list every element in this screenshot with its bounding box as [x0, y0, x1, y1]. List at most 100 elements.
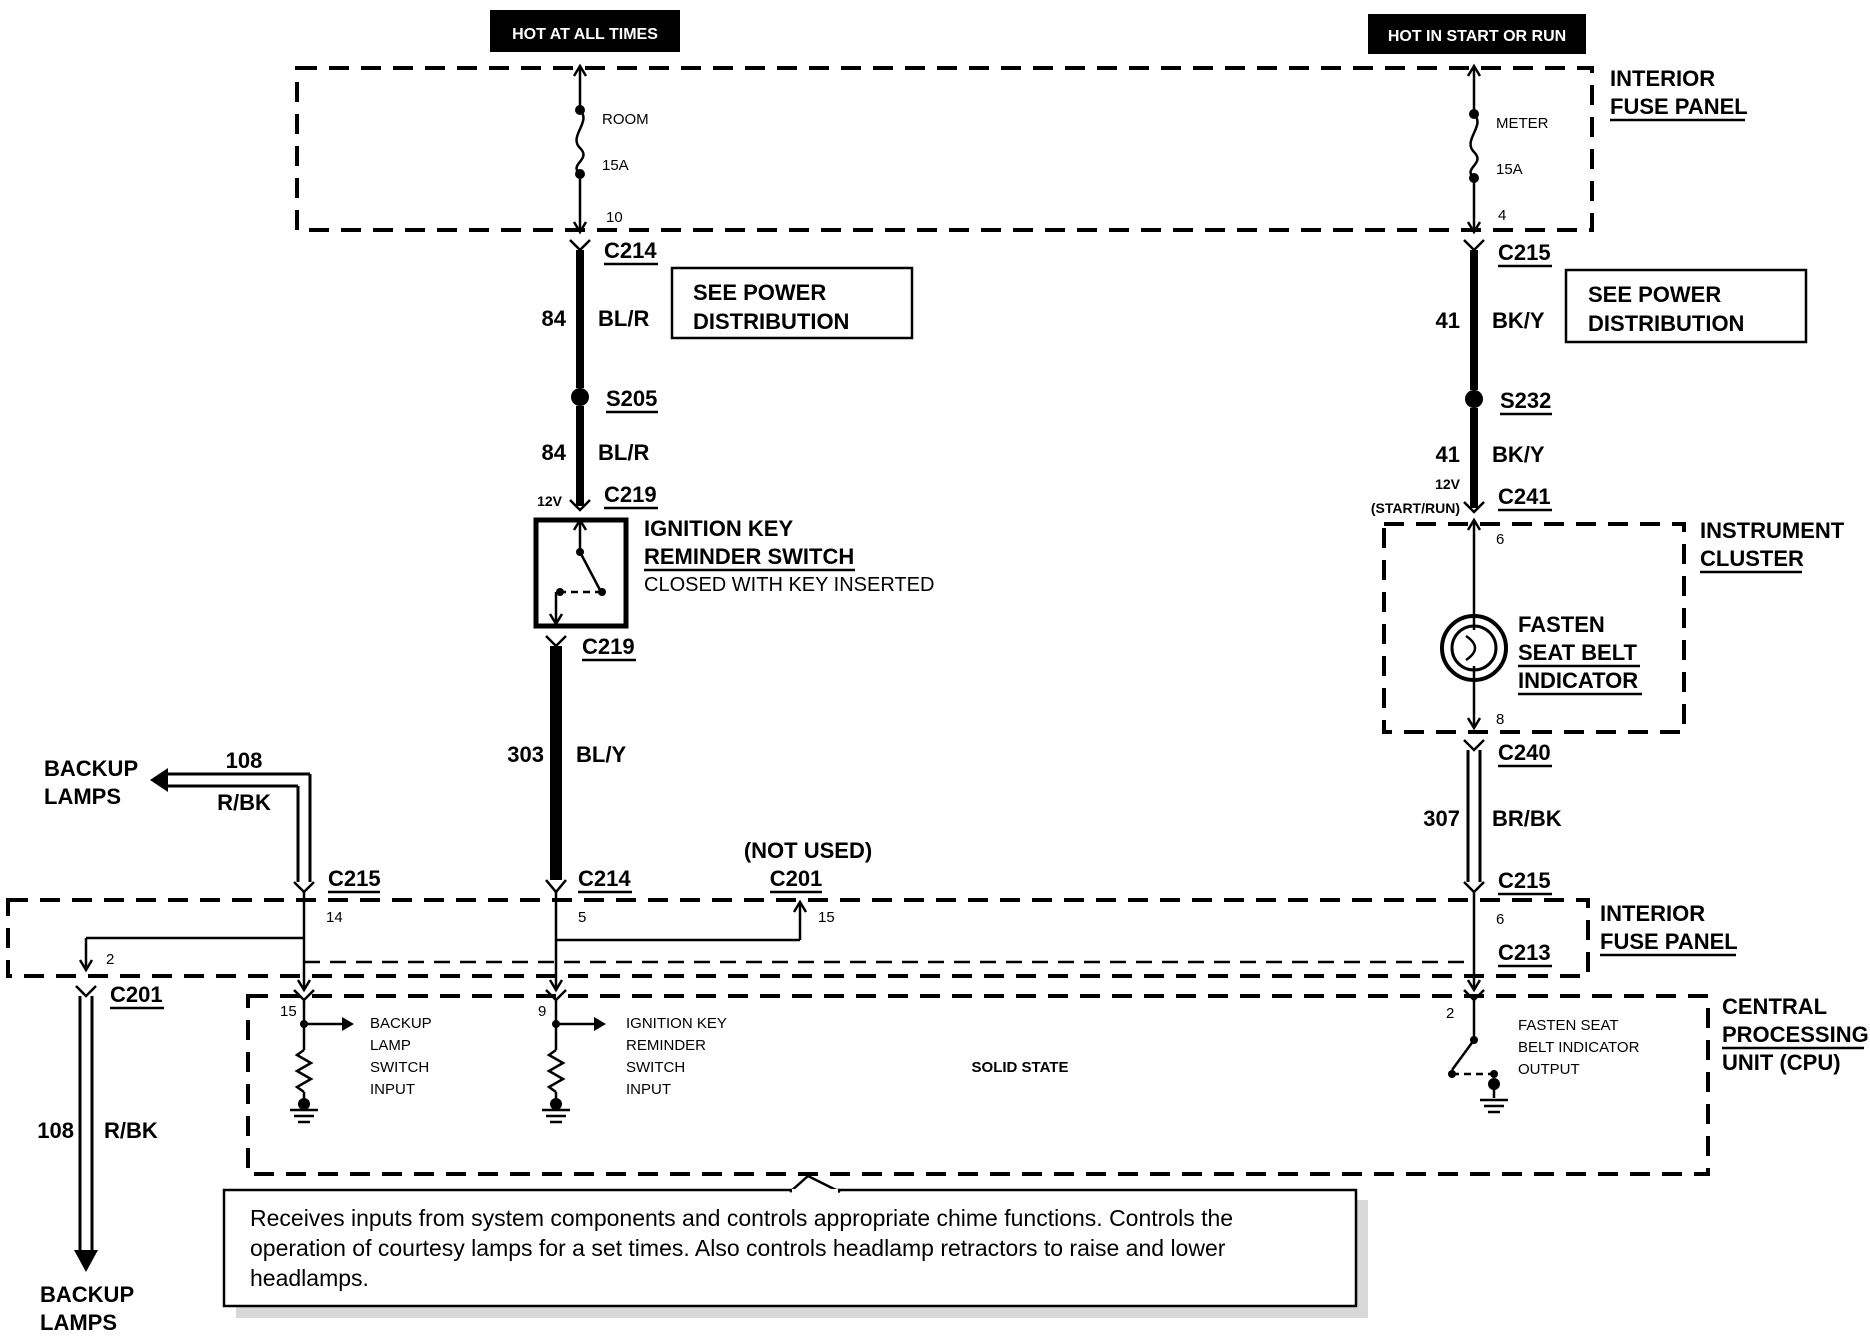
switch-title-1: IGNITION KEY	[644, 516, 793, 541]
splice-s232	[1465, 390, 1483, 408]
volt-12v-left: 12V	[537, 493, 563, 509]
wire-41-label-a: 41	[1436, 308, 1460, 333]
room-fuse: ROOM 15A 10	[572, 63, 649, 235]
c213-label: C213	[1498, 940, 1551, 965]
wire-84-label-a: 84	[542, 306, 567, 331]
wire-color-bl-y: BL/Y	[576, 742, 626, 767]
c201-backup-label: C201	[110, 982, 163, 1007]
cpu-pin-2: 2	[1446, 1005, 1454, 1022]
switch-title-2: REMINDER SWITCH	[644, 544, 854, 569]
see-power-distribution-box-right	[1564, 268, 1808, 344]
cluster-pin-8: 8	[1496, 711, 1504, 728]
cpu-pin-15: 15	[280, 1003, 297, 1020]
see-power-distribution-box-left	[670, 266, 914, 340]
ignition-input-line-3: SWITCH	[626, 1059, 685, 1076]
backup-lamps-bottom: C201 108 R/BK BACKUP LAMPS	[37, 982, 164, 1335]
wire-41-lower	[1470, 408, 1478, 508]
c201-not-used-label: C201	[770, 866, 823, 891]
wire-color-bl-r-a: BL/R	[598, 306, 649, 331]
description-callout: Receives inputs from system components a…	[222, 1174, 1368, 1318]
seat-belt-output-line-2: BELT INDICATOR	[1518, 1039, 1640, 1056]
meter-fuse-pin: 4	[1498, 207, 1506, 224]
room-fuse-name: ROOM	[602, 111, 649, 128]
ignition-input-line-4: INPUT	[626, 1081, 671, 1098]
backup-input-line-2: LAMP	[370, 1037, 411, 1054]
left-circuit: C214 84 BL/R SEE POWER DISTRIBUTION S205…	[507, 238, 934, 894]
s205-label: S205	[606, 386, 657, 411]
top-fuse-panel-outline	[295, 66, 1594, 232]
hot-in-start-or-run-label: HOT IN START OR RUN	[1388, 28, 1566, 45]
wire-108-top-label: 108	[226, 748, 263, 773]
backup-input-line-1: BACKUP	[370, 1015, 432, 1032]
hot-in-start-or-run-tag: HOT IN START OR RUN	[1368, 14, 1586, 54]
pin-15-not-used: 15	[818, 909, 835, 926]
bottom-fuse-panel-title-2: FUSE PANEL	[1600, 929, 1738, 954]
wire-color-r-bk-top: R/BK	[217, 790, 271, 815]
meter-fuse: METER 15A 4	[1466, 63, 1549, 235]
c215-backup-label: C215	[328, 866, 381, 891]
right-circuit: C215 41 BK/Y SEE POWER DISTRIBUTION S232…	[1371, 239, 1845, 896]
s232-label: S232	[1500, 388, 1551, 413]
room-fuse-rating: 15A	[602, 157, 629, 174]
meter-fuse-rating: 15A	[1496, 161, 1523, 178]
backup-input-line-3: SWITCH	[370, 1059, 429, 1076]
indicator-title-2: SEAT BELT	[1518, 640, 1638, 665]
wire-41-upper	[1470, 250, 1478, 390]
c240-label: C240	[1498, 740, 1551, 765]
bottom-fuse-panel-wiring: 14 2 5 15 6 C213	[78, 892, 1552, 993]
bottom-fuse-panel-outline	[6, 898, 1590, 978]
top-fuse-panel-title-2: FUSE PANEL	[1610, 94, 1748, 119]
indicator-title-1: FASTEN	[1518, 612, 1605, 637]
pin-2-backup: 2	[106, 951, 114, 968]
wire-303-label: 303	[507, 742, 544, 767]
cluster-title-2: CLUSTER	[1700, 546, 1804, 571]
see-power-right-1: SEE POWER	[1588, 282, 1721, 307]
backup-lamps-bottom-2: LAMPS	[40, 1310, 117, 1335]
pin-6-bottom: 6	[1496, 911, 1504, 928]
c241-label: C241	[1498, 484, 1551, 509]
c214-bottom-label: C214	[578, 866, 631, 891]
cpu-seat-belt-output: 2 FASTEN SEAT BELT INDICATOR OUTPUT	[1446, 989, 1640, 1114]
backup-lamps-bottom-1: BACKUP	[40, 1282, 134, 1307]
wire-84-lower	[576, 406, 584, 506]
wire-84-upper	[576, 250, 584, 388]
wire-84-label-b: 84	[542, 440, 567, 465]
c215-top-label: C215	[1498, 240, 1551, 265]
not-used-label: (NOT USED)	[744, 838, 872, 863]
see-power-left-2: DISTRIBUTION	[693, 309, 849, 334]
wire-303	[550, 646, 562, 880]
cpu-ignition-key-input: 9 IGNITION KEY REMINDER SWITCH INPUT	[538, 989, 727, 1124]
wire-color-bl-r-b: BL/R	[598, 440, 649, 465]
wire-307-label: 307	[1423, 806, 1460, 831]
note-line-2: operation of courtesy lamps for a set ti…	[250, 1235, 1226, 1261]
c215-bottom-right-label: C215	[1498, 868, 1551, 893]
c214-top-label: C214	[604, 238, 657, 263]
cpu-pin-9: 9	[538, 1003, 546, 1020]
wire-color-br-bk: BR/BK	[1492, 806, 1562, 831]
cpu-title-2: PROCESSING	[1722, 1022, 1869, 1047]
see-power-right-2: DISTRIBUTION	[1588, 311, 1744, 336]
cpu-outline	[246, 994, 1710, 1176]
pin-5: 5	[578, 909, 586, 926]
instrument-cluster-outline	[1382, 522, 1686, 734]
ignition-input-line-1: IGNITION KEY	[626, 1015, 727, 1032]
pin-14: 14	[326, 909, 343, 926]
wire-41-label-b: 41	[1436, 442, 1460, 467]
wire-color-bk-y-b: BK/Y	[1492, 442, 1545, 467]
c219-top-label: C219	[604, 482, 657, 507]
see-power-left-1: SEE POWER	[693, 280, 826, 305]
hot-at-all-times-tag: HOT AT ALL TIMES	[490, 10, 680, 52]
wire-color-r-bk-bottom: R/BK	[104, 1118, 158, 1143]
c219-bottom-label: C219	[582, 634, 635, 659]
switch-note: CLOSED WITH KEY INSERTED	[644, 574, 934, 596]
wire-color-bk-y-a: BK/Y	[1492, 308, 1545, 333]
hot-at-all-times-label: HOT AT ALL TIMES	[512, 26, 658, 43]
volt-12v-right: 12V	[1435, 476, 1461, 492]
bottom-fuse-panel-title-1: INTERIOR	[1600, 901, 1705, 926]
splice-s205	[571, 388, 589, 406]
seat-belt-output-line-3: OUTPUT	[1518, 1061, 1580, 1078]
cpu-title-1: CENTRAL	[1722, 994, 1827, 1019]
note-line-1: Receives inputs from system components a…	[250, 1205, 1233, 1231]
top-fuse-panel-title-1: INTERIOR	[1610, 66, 1715, 91]
